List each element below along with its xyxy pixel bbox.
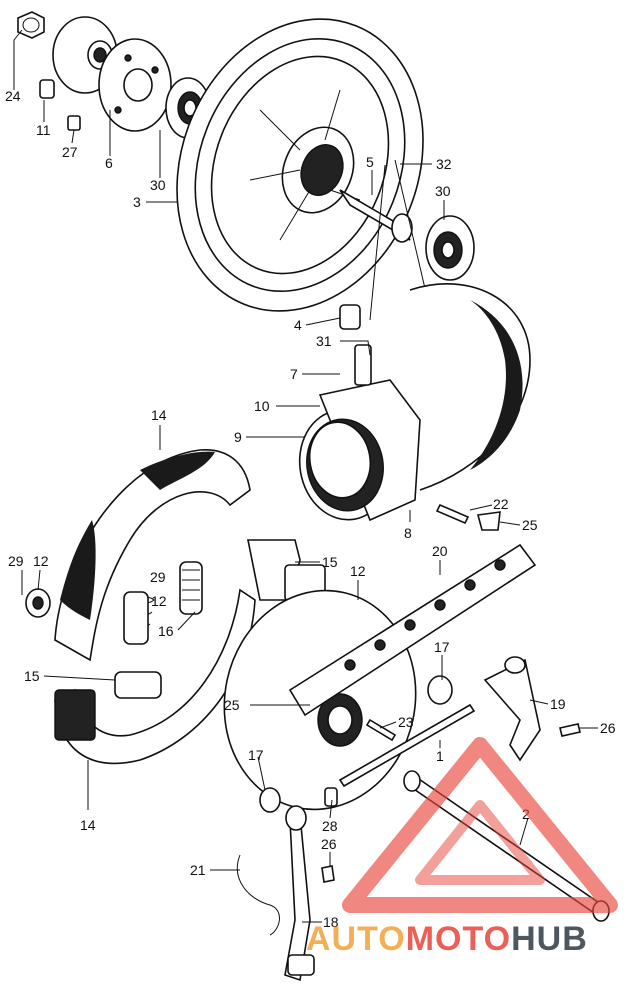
callout-26-right: 26 [600, 720, 616, 736]
brake-arm-19 [483, 656, 541, 762]
callout-22: 22 [493, 496, 509, 512]
brake-pedal-18 [284, 805, 315, 982]
hub-nut-24 [17, 11, 45, 39]
callout-29-mid: 29 [150, 569, 166, 585]
washer-17-upper [427, 675, 453, 705]
spring-21 [236, 854, 280, 936]
callout-32: 32 [436, 156, 452, 172]
flange-11 [39, 16, 118, 99]
valve-4 [339, 304, 361, 330]
torque-link-20 [288, 543, 537, 717]
clip-25-upper [476, 511, 501, 531]
callout-10: 10 [254, 398, 270, 414]
tire [409, 283, 531, 491]
callout-29-left: 29 [8, 553, 24, 569]
watermark-brand: AUTOMOTOHUB [306, 920, 588, 958]
callout-15-upper: 15 [322, 554, 338, 570]
bolt-22 [435, 503, 470, 525]
callout-25-lower: 25 [224, 697, 240, 713]
callout-6: 6 [105, 155, 113, 171]
callout-9: 9 [234, 429, 242, 445]
watermark-triangle-logo [342, 737, 618, 913]
callout-23: 23 [398, 714, 414, 730]
callout-24: 24 [5, 88, 21, 104]
brake-shoe-14-upper [54, 449, 251, 662]
callout-31: 31 [316, 333, 332, 349]
spacer-5 [339, 189, 413, 243]
callout-1: 1 [436, 748, 444, 764]
callout-labels: 24 11 27 6 30 3 5 32 30 4 31 7 10 9 14 2… [5, 88, 616, 930]
callout-14-lower: 14 [80, 817, 96, 833]
bolt-26-right [559, 723, 581, 737]
callout-15-lower: 15 [24, 668, 40, 684]
callout-28: 28 [322, 818, 338, 834]
callout-21: 21 [190, 862, 206, 878]
bolt-23 [365, 718, 397, 742]
sprocket-plate-6 [98, 38, 172, 132]
cam-15-left [114, 671, 162, 699]
leader-lines [13, 29, 598, 923]
callout-12-mid: 12 [151, 593, 167, 609]
spokes-32 [369, 159, 431, 321]
callout-17-upper: 17 [434, 639, 450, 655]
wheel-rim-3 [176, 18, 424, 312]
callout-20: 20 [432, 543, 448, 559]
callout-11: 11 [36, 122, 51, 138]
watermark-hub: HUB [511, 920, 588, 958]
callout-18: 18 [323, 914, 339, 930]
watermark: AUTOMOTOHUB [306, 737, 618, 958]
callout-12-panel: 12 [350, 563, 366, 579]
pin-28 [324, 787, 338, 807]
bolt-27 [67, 115, 81, 131]
washer-12-left [25, 588, 51, 618]
callout-5: 5 [366, 154, 374, 170]
callout-19: 19 [550, 696, 566, 712]
callout-4: 4 [294, 317, 302, 333]
callout-14-upper: 14 [151, 407, 167, 423]
watermark-auto: AUTO [306, 920, 406, 958]
bearing-30-right [425, 215, 475, 281]
brake-shoe-14-lower [54, 588, 256, 765]
callout-7: 7 [290, 366, 298, 382]
callout-25-upper: 25 [522, 517, 538, 533]
watermark-moto: MOTO [406, 920, 511, 958]
callout-30-left: 30 [150, 177, 166, 193]
callout-26-lower: 26 [321, 836, 337, 852]
spring-16-left [123, 591, 155, 645]
callout-3: 3 [133, 194, 141, 210]
callout-27: 27 [62, 144, 78, 160]
washer-17-lower [259, 787, 281, 813]
spring-16-right [179, 561, 203, 615]
callout-16: 16 [158, 623, 174, 639]
callout-8: 8 [404, 525, 412, 541]
brake-drum-cover-9 [298, 344, 421, 522]
callout-30-right: 30 [435, 183, 451, 199]
callout-17-lower: 17 [248, 747, 264, 763]
brake-rod-1 [338, 703, 476, 788]
callout-12-left: 12 [33, 553, 49, 569]
bolt-26-lower [321, 865, 335, 883]
